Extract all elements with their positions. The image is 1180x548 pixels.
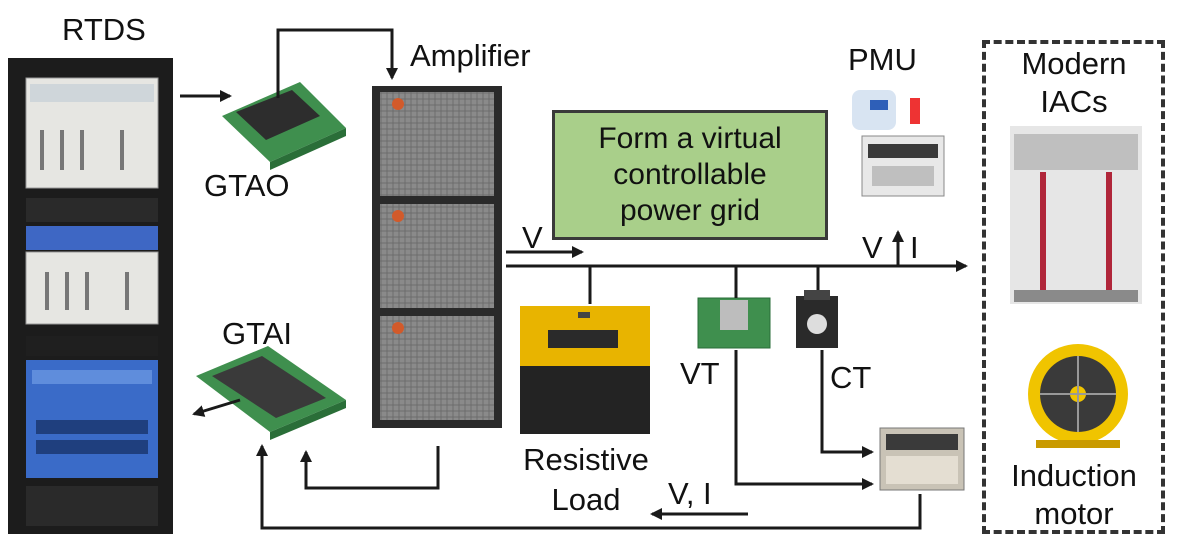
virtual-grid-line1: Form a virtual [598, 122, 782, 155]
connection-wires [180, 28, 968, 530]
virtual-grid-line3: power grid [619, 194, 761, 227]
vt-image [697, 297, 771, 349]
gtao-label: GTAO [204, 168, 290, 203]
appliance-group-border [982, 40, 1165, 534]
resistive-load-label: Resistive Load [523, 442, 649, 517]
vt-label: VT [680, 356, 720, 391]
induction-motor-label-2: motor [1034, 496, 1114, 531]
amplifier-image [372, 86, 502, 428]
gtao-board-image [222, 82, 346, 170]
ct-image [796, 290, 838, 348]
gtai-label: GTAI [222, 316, 293, 351]
ct-label: CT [830, 360, 872, 395]
i-label-pmu: I [910, 230, 919, 265]
resistive-load-image [520, 306, 650, 434]
v-label: V [522, 220, 543, 255]
pmu-label: PMU [848, 42, 917, 77]
modern-iacs-label-1: Modern [1021, 46, 1127, 81]
air-conditioner-image [1010, 126, 1142, 304]
rtds-rack-image [8, 58, 173, 534]
gtai-board-image [196, 346, 346, 440]
v-label-pmu: V [862, 230, 883, 265]
measurement-box-image [879, 427, 965, 491]
induction-motor-label-1: Induction [1011, 458, 1137, 493]
virtual-grid-line2: controllable [613, 158, 767, 191]
amplifier-label: Amplifier [410, 38, 531, 73]
virtual-grid-box: Form a virtual controllable power grid [552, 110, 828, 240]
induction-motor-image [1028, 344, 1128, 448]
v-i-feedback-label: V, I [668, 476, 712, 511]
rtds-label: RTDS [62, 12, 146, 47]
modern-iacs-label-2: IACs [1040, 84, 1108, 119]
pmu-image [852, 90, 945, 197]
